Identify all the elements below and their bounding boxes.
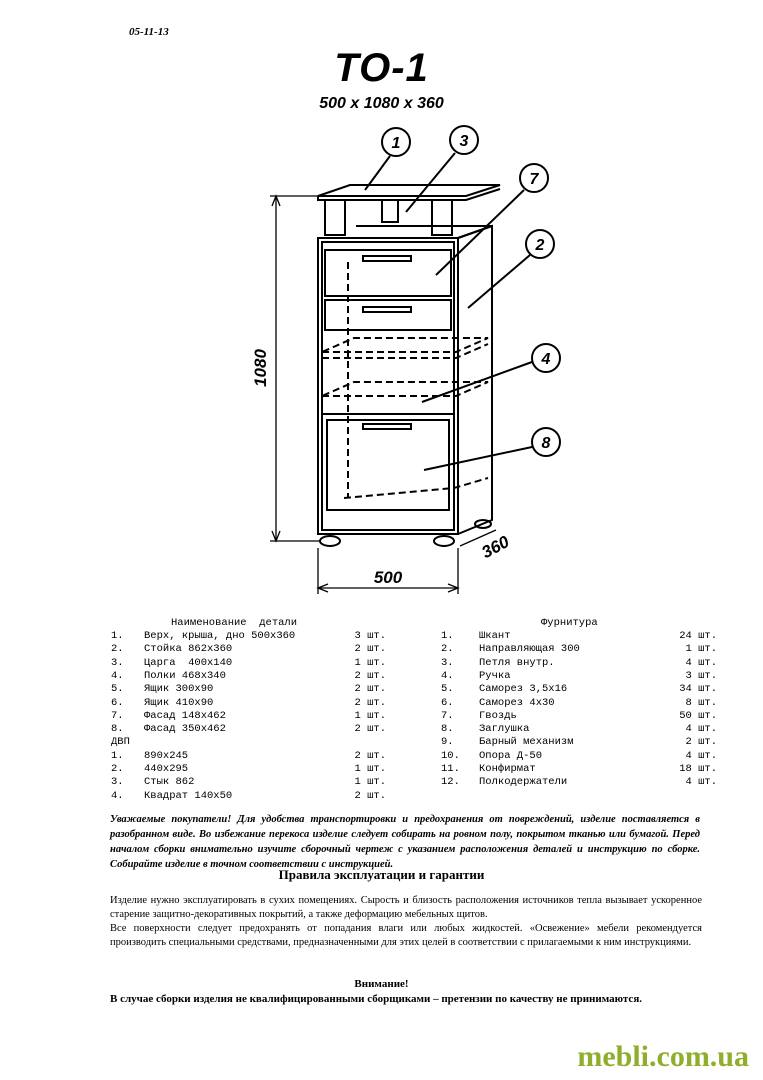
callout-8: 8 (542, 435, 551, 452)
customer-notice: Уважаемые покупатели! Для удобства транс… (110, 814, 700, 870)
callout-3: 3 (460, 133, 469, 150)
part-row-num: 2. (111, 643, 124, 656)
hardware-row-name: Шкант (479, 630, 511, 642)
hardware-row-qty: 4 шт. (685, 656, 717, 669)
dvp-row-num: 3. (111, 776, 124, 789)
hardware-row-qty: 34 шт. (679, 683, 717, 696)
product-dimensions: 500 х 1080 х 360 (319, 95, 444, 112)
dvp-row-name: Квадрат 140х50 (144, 789, 233, 802)
part-row-qty: 1 шт. (354, 709, 386, 722)
hardware-row-num: 1. (441, 630, 454, 642)
part-row-num: 4. (111, 669, 124, 682)
callout-7: 7 (530, 171, 540, 188)
hardware-row-qty: 2 шт. (685, 736, 717, 749)
part-row-name: Фасад 148х462 (144, 709, 226, 722)
part-row-name: Фасад 350х462 (144, 723, 226, 736)
document-date: 05-11-13 (129, 26, 169, 38)
hardware-row-name: Направляющая 300 (479, 643, 580, 656)
hardware-row-name: Опора Д-50 (479, 749, 543, 762)
part-row-num: 7. (111, 709, 124, 722)
part-row-qty: 2 шт. (354, 643, 386, 656)
part-row-name: Ящик 300х90 (144, 683, 214, 696)
callout-4: 4 (541, 351, 551, 368)
part-row-num: 6. (111, 696, 124, 709)
attention-title: Внимание! (354, 978, 409, 990)
hardware-row-qty: 8 шт. (685, 696, 717, 709)
hardware-row-qty: 50 шт. (679, 709, 717, 722)
part-row-qty: 2 шт. (354, 669, 386, 682)
hardware-row-name: Ручка (479, 669, 511, 682)
dvp-row-num: 4. (111, 789, 124, 802)
hardware-row-qty: 24 шт. (679, 630, 717, 642)
hardware-row-name: Саморез 4х30 (479, 696, 555, 709)
part-row-qty: 2 шт. (354, 683, 386, 696)
hardware-row-qty: 3 шт. (685, 669, 717, 682)
rules-text: Изделие нужно эксплуатировать в сухих по… (110, 894, 702, 950)
dvp-label: ДВП (111, 736, 130, 749)
hardware-row-num: 12. (441, 776, 460, 789)
hardware-row-num: 8. (441, 723, 454, 736)
product-title: ТО-1 (334, 46, 429, 90)
hardware-row-qty: 4 шт. (685, 723, 717, 736)
hardware-row-num: 10. (441, 749, 460, 762)
hardware-row-qty: 18 шт. (679, 763, 717, 775)
hardware-row-num: 7. (441, 709, 454, 722)
part-row-name: Полки 468х340 (144, 669, 226, 682)
hardware-row-name: Полкодержатели (479, 776, 568, 789)
hardware-table-header: Фурнитура (541, 617, 598, 629)
parts-table-header: Наименование детали (171, 617, 298, 629)
height-dimension-label: 1080 (251, 349, 270, 387)
hardware-row-name: Петля внутр. (479, 656, 555, 669)
part-row-name: Стойка 862х360 (144, 643, 233, 656)
part-row-name: Царга 400х140 (144, 656, 233, 669)
dvp-row-qty: 2 шт. (354, 749, 386, 762)
assembly-drawing: 1080 500 360 1 3 7 2 4 8 (251, 125, 561, 594)
hardware-row-name: Саморез 3,5х16 (479, 683, 568, 696)
hardware-row-num: 2. (441, 643, 454, 656)
part-row-qty: 2 шт. (354, 696, 386, 709)
part-row-name: Верх, крыша, дно 500х360 (144, 630, 296, 642)
dvp-row-qty: 1 шт. (354, 763, 386, 775)
dvp-row-qty: 1 шт. (354, 776, 386, 789)
hardware-row-name: Конфирмат (479, 763, 536, 775)
dvp-row-num: 2. (111, 763, 124, 775)
hardware-row-name: Барный механизм (479, 736, 574, 749)
dvp-row-name: 890х245 (144, 749, 189, 762)
part-row-qty: 3 шт. (354, 630, 386, 642)
callout-2: 2 (535, 237, 545, 254)
part-row-name: Ящик 410х90 (144, 696, 214, 709)
depth-dimension-label: 360 (478, 532, 512, 562)
hardware-row-num: 3. (441, 656, 454, 669)
rules-paragraph: Изделие нужно эксплуатировать в сухих по… (110, 895, 702, 920)
part-row-qty: 1 шт. (354, 656, 386, 669)
hardware-row-qty: 4 шт. (685, 776, 717, 789)
hardware-row-num: 9. (441, 736, 454, 749)
callout-1: 1 (392, 135, 401, 152)
part-row-num: 5. (111, 683, 124, 696)
hardware-row-qty: 1 шт. (685, 643, 717, 656)
part-row-num: 8. (111, 723, 124, 736)
hardware-row-num: 4. (441, 669, 454, 682)
rules-title: Правила эксплуатации и гарантии (278, 867, 485, 882)
hardware-row-num: 6. (441, 696, 454, 709)
part-row-num: 1. (111, 630, 124, 642)
dvp-row-qty: 2 шт. (354, 789, 386, 802)
hardware-row-name: Заглушка (479, 723, 530, 736)
part-row-qty: 2 шт. (354, 723, 386, 736)
hardware-row-qty: 4 шт. (685, 749, 717, 762)
hardware-row-num: 11. (441, 763, 460, 775)
width-dimension-label: 500 (374, 568, 403, 587)
rules-paragraph: Все поверхности следует предохранять от … (110, 923, 702, 948)
part-row-num: 3. (111, 656, 124, 669)
dvp-row-num: 1. (111, 749, 124, 762)
hardware-row-name: Гвоздь (479, 709, 517, 722)
site-logo[interactable]: mebli.com.ua (577, 1040, 749, 1073)
dvp-row-name: 440х295 (144, 763, 189, 775)
attention-text: В случае сборки изделия не квалифицирова… (110, 993, 643, 1005)
hardware-row-num: 5. (441, 683, 454, 696)
dvp-row-name: Стык 862 (144, 776, 195, 789)
